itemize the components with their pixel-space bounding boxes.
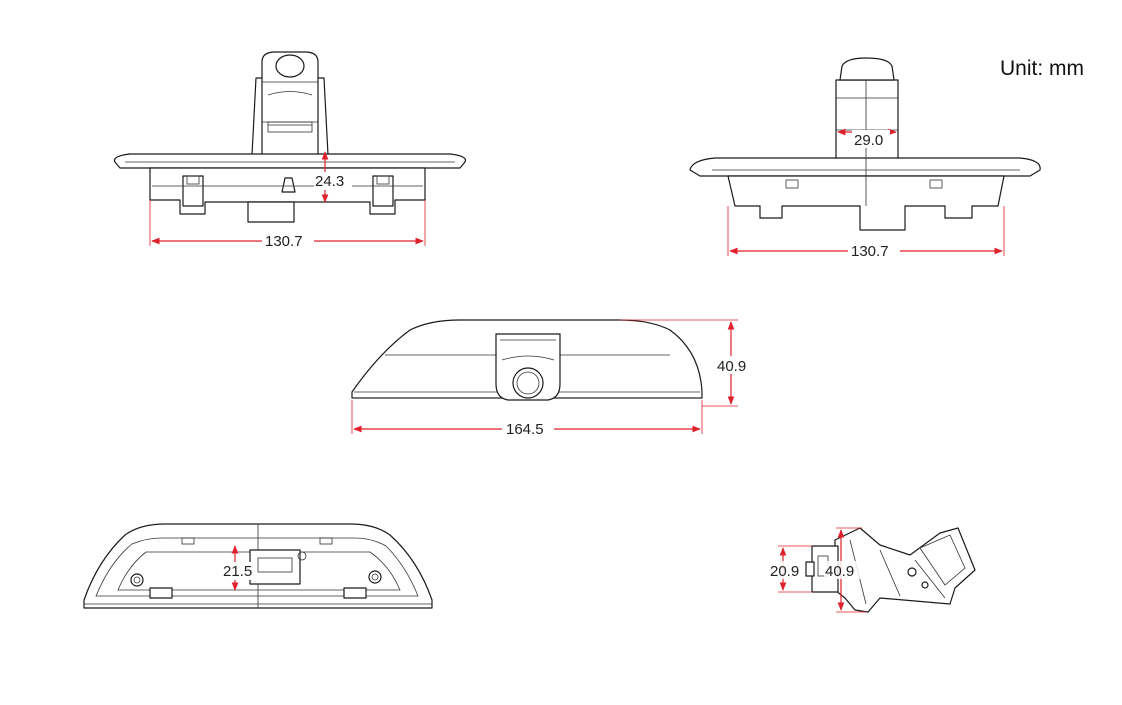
dim-top-width: 164.5 bbox=[506, 421, 544, 438]
dim-rear-width: 130.7 bbox=[851, 243, 889, 260]
dim-front-width: 130.7 bbox=[265, 233, 303, 250]
bottom-view: 21.5 bbox=[83, 523, 433, 609]
dim-side-height-b: 40.9 bbox=[825, 563, 854, 580]
side-view: 20.9 40.9 bbox=[768, 527, 976, 613]
dim-rear-neck: 29.0 bbox=[854, 132, 883, 149]
dim-side-height-a: 20.9 bbox=[770, 563, 799, 580]
rear-view: 29.0 130.7 bbox=[689, 57, 1041, 260]
top-view: 164.5 40.9 bbox=[351, 319, 753, 438]
dim-bottom-depth: 21.5 bbox=[223, 563, 252, 580]
dim-top-height: 40.9 bbox=[717, 358, 746, 375]
unit-label: Unit: mm bbox=[1000, 57, 1084, 80]
dim-front-height: 24.3 bbox=[315, 173, 344, 190]
front-view: 130.7 24.3 bbox=[113, 51, 467, 250]
